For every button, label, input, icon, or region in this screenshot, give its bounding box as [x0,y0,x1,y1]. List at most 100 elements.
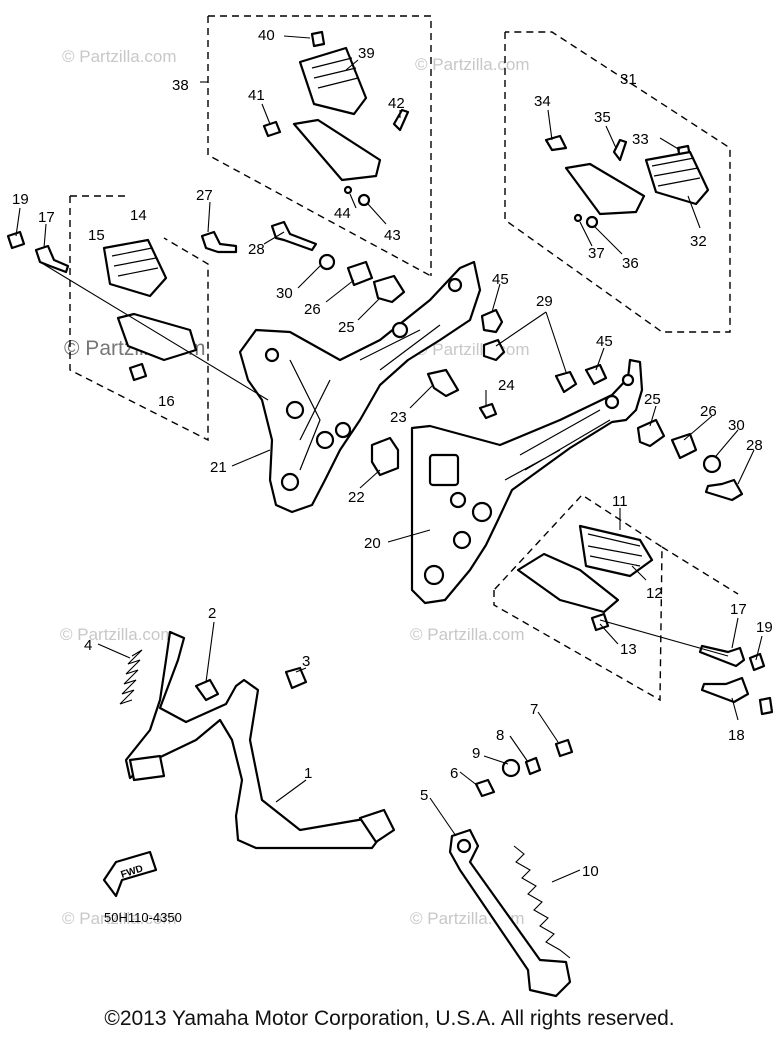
callout-39: 39 [358,45,375,62]
callout-7: 7 [530,701,538,718]
group-box-38-side [207,16,432,277]
cap-19 [758,696,774,716]
callout-30: 30 [276,285,293,302]
callout-45b: 45 [596,333,613,350]
bolt-24 [478,402,498,420]
bolt-7 [554,738,574,758]
footpeg-39 [298,46,368,116]
bushings [318,253,722,477]
callout-3: 3 [302,653,310,670]
nut-45b [584,363,608,386]
spring-43 [357,193,371,207]
callout-6: 6 [450,765,458,782]
ball-37 [573,213,583,223]
bolt-28 [270,220,318,252]
bolts [6,30,774,758]
callout-19b: 19 [756,619,773,636]
group-box-38 [208,15,432,276]
fwd-arrow: FWD [102,850,158,898]
watermark: © Partzilla.com [60,625,175,644]
bushing-26b [670,432,698,460]
callout-9: 9 [472,745,480,762]
nut-13 [590,612,610,632]
washer-9 [501,758,521,778]
footpeg-holder-14 [116,312,198,362]
group-box-11-edge [661,546,739,595]
pin-34 [544,134,568,152]
callout-12: 12 [646,585,663,602]
callout-25: 25 [338,319,355,336]
ball-44 [343,185,353,195]
footpeg-holder-31 [564,162,646,216]
callout-8: 8 [496,727,504,744]
callout-18: 18 [728,727,745,744]
callout-27: 27 [196,187,213,204]
callout-30b: 30 [728,417,745,434]
bracket-23 [426,368,460,398]
callout-13: 13 [620,641,637,658]
bolt-27 [200,230,238,254]
main-stand [124,630,396,850]
callout-34: 34 [534,93,551,110]
callout-5: 5 [420,787,428,804]
callout-43: 43 [384,227,401,244]
callout-22: 22 [348,489,365,506]
callout-29: 29 [536,293,553,310]
callout-26: 26 [304,301,321,318]
watermark: © Partzilla.com [62,909,177,928]
bolt-17 [34,244,70,274]
callout-1: 1 [304,765,312,782]
callout-15: 15 [88,227,105,244]
callout-17: 17 [38,209,55,226]
bolt-28b [704,478,744,502]
footpegs [102,46,710,614]
callout-16: 16 [158,393,175,410]
callout-35: 35 [594,109,611,126]
bolt-40 [310,30,326,48]
callout-36: 36 [622,255,639,272]
collar-29b [554,370,578,394]
nut-45 [480,308,504,334]
callout-23: 23 [390,409,407,426]
copyright-notice: ©2013 Yamaha Motor Corporation, U.S.A. A… [104,1007,675,1030]
callout-20: 20 [364,535,381,552]
callout-28: 28 [248,241,265,258]
callout-24: 24 [498,377,515,394]
bolt-2 [194,678,220,702]
stand-spring [119,649,143,705]
callout-33: 33 [632,131,649,148]
washer-30 [318,253,336,271]
footpeg-holder-38 [292,118,382,182]
damper-25 [372,274,406,304]
callout-41: 41 [248,87,265,104]
callout-10: 10 [582,863,599,880]
watermark: © Partzilla.com [415,55,530,74]
callout-11: 11 [612,493,628,510]
callout-14: 14 [130,207,147,224]
pin-35 [612,138,628,162]
bolt-18 [700,676,750,704]
callout-21: 21 [210,459,227,476]
pin-42 [392,108,410,132]
damper-25b [636,418,666,448]
nut-8 [524,756,542,776]
group-box-14 [69,196,209,442]
callout-17b: 17 [730,601,747,618]
callout-45: 45 [492,271,509,288]
callout-40: 40 [258,27,275,44]
bushing-26 [346,260,374,287]
callout-labels: 40 39 38 41 42 44 43 31 34 35 33 32 37 3… [12,27,773,880]
callout-2: 2 [208,605,216,622]
nut-3 [284,666,308,690]
group-box-31 [504,31,731,333]
pin-41 [262,120,282,138]
footpeg-holder-11 [516,552,620,614]
callout-28b: 28 [746,437,763,454]
callout-25b: 25 [644,391,661,408]
watermark: © Partzilla.com [410,625,525,644]
collar-6 [474,778,496,798]
callout-4: 4 [84,637,92,654]
leader-lines [15,35,763,883]
callout-37: 37 [588,245,605,262]
